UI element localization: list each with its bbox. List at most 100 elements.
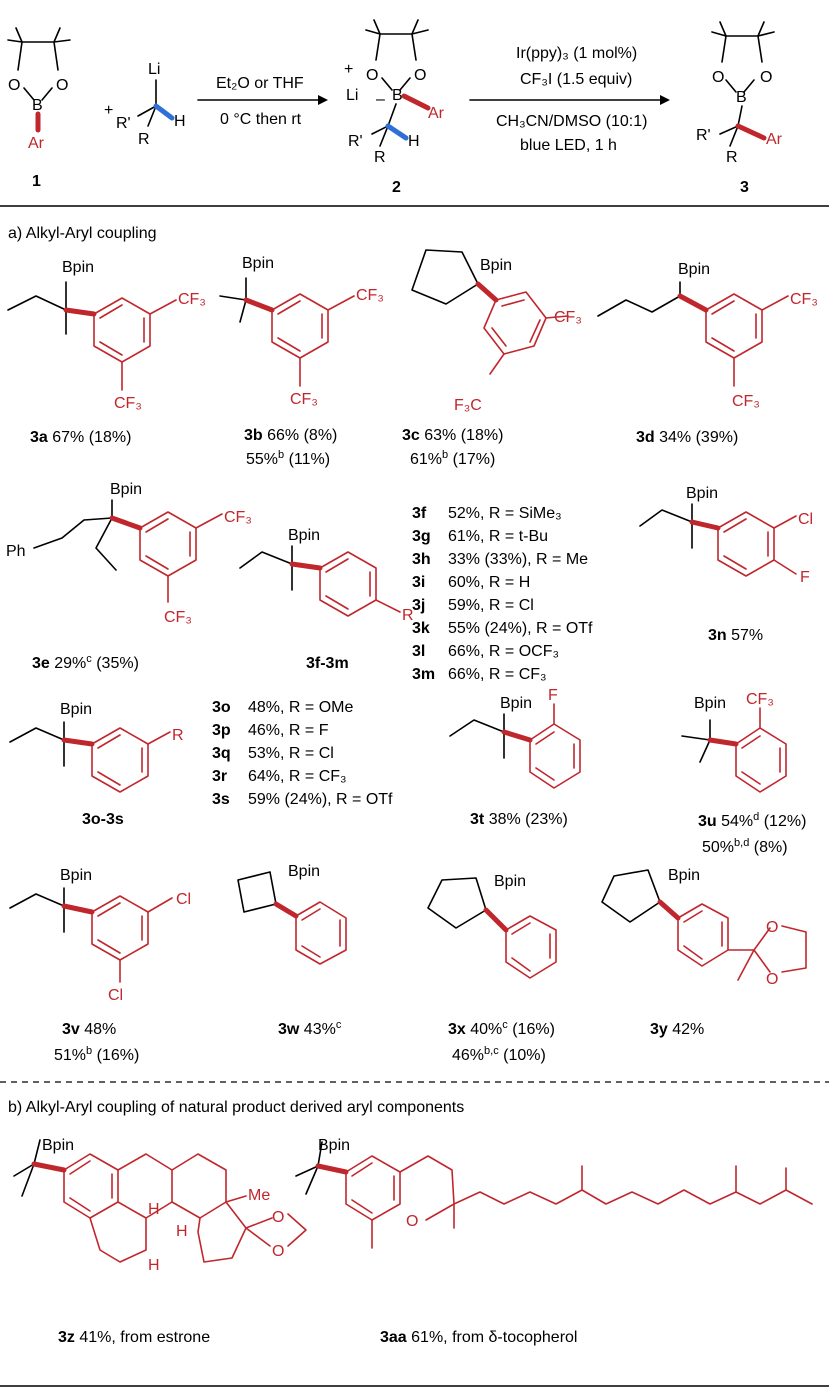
atom-r: R [374, 149, 386, 166]
yield-3y: 3y 42% [650, 1021, 704, 1038]
r-label: R [172, 727, 184, 744]
o-label: O [272, 1243, 284, 1260]
f3c-label: F₃C [454, 397, 482, 414]
cf3-label: CF₃ [790, 291, 818, 308]
yield-3t: 3t 38% (23%) [470, 811, 568, 828]
atom-h: H [408, 133, 420, 150]
o-label: O [272, 1209, 284, 1226]
bpin-label: Bpin [686, 485, 718, 502]
yield-3b: 3b 66% (8%) [244, 427, 337, 444]
bpin-label: Bpin [62, 259, 94, 276]
h-label: H [176, 1223, 188, 1240]
compound-3x: Bpin 3x 40%c (16%) 46%b,c (10%) [427, 873, 557, 1064]
atom-r: R [138, 131, 150, 148]
r-label: R [402, 607, 414, 624]
conditions-1-top: Et₂O or THF [216, 75, 304, 92]
ph-label: Ph [6, 543, 26, 560]
cl-label: Cl [108, 987, 123, 1004]
h-label: H [148, 1257, 160, 1274]
me-label: Me [248, 1187, 270, 1204]
bpin-label: Bpin [288, 527, 320, 544]
cf3-label: CF₃ [554, 309, 582, 326]
cf3-label: CF₃ [178, 291, 206, 308]
conditions-2-line1: Ir(ppy)₃ (1 mol%) [516, 45, 637, 62]
atom-h: H [174, 113, 186, 130]
compound-3e: Ph Bpin CF₃ CF₃ 3e 29%c (35%) [6, 481, 252, 672]
bpin-label: Bpin [42, 1137, 74, 1154]
conditions-2-line3: CH₃CN/DMSO (10:1) [496, 113, 647, 130]
conditions-2-line2: CF₃I (1.5 equiv) [520, 71, 632, 88]
cl-label: Cl [798, 511, 813, 528]
atom-b: B [32, 97, 43, 114]
bpin-label: Bpin [480, 257, 512, 274]
compound-2: O O B + Li – Ar R' R H 2 [344, 19, 445, 196]
atom-r-prime: R' [116, 115, 131, 132]
compound-3b: Bpin CF₃ CF₃ 3b 66% (8%) 55%b (11%) [219, 255, 384, 468]
yield-3w: 3w 43%c [278, 1019, 342, 1038]
yield-3x-alt: 46%b,c (10%) [452, 1045, 546, 1064]
compound-3o-3s: Bpin R 3o-3s [9, 701, 184, 828]
atom-b: B [392, 87, 403, 104]
cf3-label: CF₃ [732, 393, 760, 410]
bpin-label: Bpin [288, 863, 320, 880]
bpin-label: Bpin [110, 481, 142, 498]
bpin-label: Bpin [500, 695, 532, 712]
atom-o: O [760, 69, 772, 86]
yield-3aa: 3aa 61%, from δ-tocopherol [380, 1329, 577, 1346]
h-label: H [148, 1201, 160, 1218]
compound-3y: Bpin O O 3y 42% [601, 867, 807, 1038]
f-label: F [800, 569, 810, 586]
yield-3a: 3a 67% (18%) [30, 429, 131, 446]
alkyllithium: Li R' R H [116, 61, 186, 148]
atom-o: O [414, 67, 426, 84]
yield-3v-alt: 51%b (16%) [54, 1045, 139, 1064]
cf3-label: CF₃ [114, 395, 142, 412]
f-label: F [548, 687, 558, 704]
section-b-title: b) Alkyl-Aryl coupling of natural produc… [8, 1099, 464, 1116]
atom-o: O [8, 77, 20, 94]
bpin-label: Bpin [60, 701, 92, 718]
yield-3z: 3z 41%, from estrone [58, 1329, 210, 1346]
compound-3a: Bpin CF₃ CF₃ 3a 67% (18%) [7, 259, 206, 446]
cf3-label: CF₃ [224, 509, 252, 526]
yield-3c-alt: 61%b (17%) [410, 449, 495, 468]
compound-label-3: 3 [740, 179, 749, 196]
label-3o-3s: 3o-3s [82, 811, 124, 828]
bpin-label: Bpin [318, 1137, 350, 1154]
header-scheme: O O B Ar 1 + Li R' R H Et₂O or THF 0 °C … [7, 19, 783, 196]
atom-r-prime: R' [348, 133, 363, 150]
yield-3v: 3v 48% [62, 1021, 116, 1038]
bpin-label: Bpin [668, 867, 700, 884]
o-label: O [406, 1213, 418, 1230]
yield-3n: 3n 57% [708, 627, 763, 644]
conditions-1-bottom: 0 °C then rt [220, 111, 302, 128]
yield-3u-alt: 50%b,d (8%) [702, 837, 788, 856]
compound-3: O O B R' R Ar 3 [696, 21, 783, 196]
compound-1: O O B Ar 1 [7, 27, 71, 190]
atom-o: O [712, 69, 724, 86]
compound-label-1: 1 [32, 173, 41, 190]
atom-li: Li [346, 87, 358, 104]
atom-li: Li [148, 61, 160, 78]
atom-ar: Ar [428, 105, 445, 122]
compound-3c: Bpin CF₃ F₃C 3c 63% (18%) 61%b (17%) [402, 249, 582, 468]
o-label: O [766, 971, 778, 988]
yield-3e: 3e 29%c (35%) [32, 653, 139, 672]
label-3f-3m: 3f-3m [306, 655, 349, 672]
atom-o: O [56, 77, 68, 94]
yield-3x: 3x 40%c (16%) [448, 1019, 555, 1038]
compound-label-2: 2 [392, 179, 401, 196]
compound-3d: Bpin CF₃ CF₃ 3d 34% (39%) [597, 261, 818, 446]
bpin-label: Bpin [494, 873, 526, 890]
compound-3u: Bpin CF₃ 3u 54%d (12%) 50%b,d (8%) [681, 691, 806, 856]
